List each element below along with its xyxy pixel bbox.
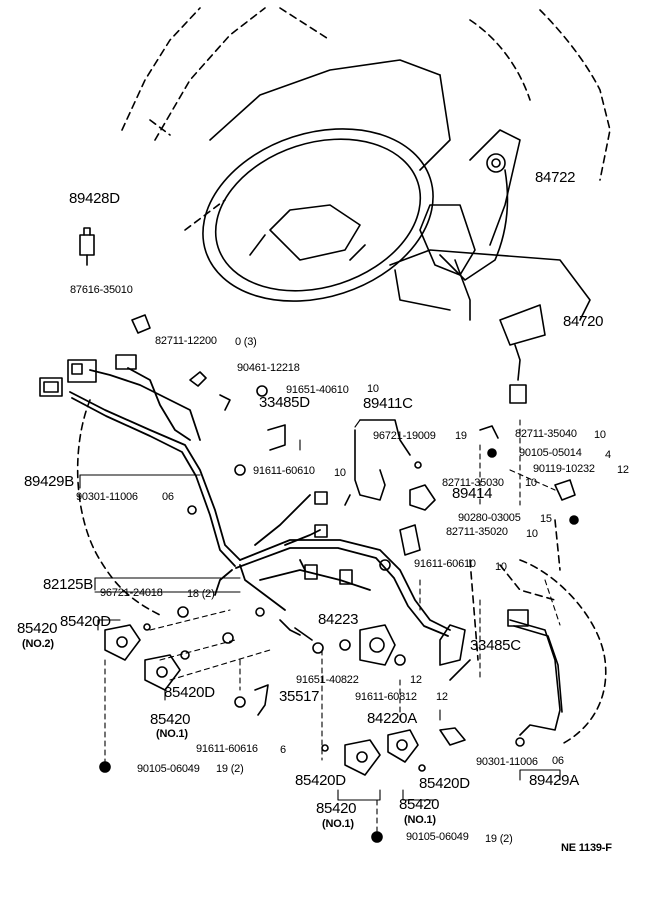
fragment-label: 19 (2) [485, 833, 513, 845]
part-label: 91651-40822 [296, 674, 359, 686]
part-label: (NO.1) [156, 728, 188, 740]
part-label: 33485C [470, 637, 521, 654]
part-label: 85420 [316, 800, 357, 817]
part-label: 85420 [17, 620, 58, 637]
part-label: 90461-12218 [237, 362, 300, 374]
part-label: 89429B [24, 473, 74, 490]
part-label: 90119-10232 [533, 463, 595, 475]
part-label: 90280-03005 [458, 512, 521, 524]
fragment-label: 15 [540, 513, 552, 525]
fragment-label: 4 [605, 449, 611, 461]
part-label: 91611-60610 [253, 465, 315, 477]
fragment-label: 06 [162, 491, 174, 503]
part-label: 35517 [279, 688, 320, 705]
fragment-label: 10 [495, 561, 507, 573]
part-label: 33485D [259, 394, 310, 411]
leader-lines-dashed [104, 419, 561, 836]
part-label: 82711-35040 [515, 428, 577, 440]
part-label: 96721-24018 [100, 587, 163, 599]
part-label: 87616-35010 [70, 284, 133, 296]
fragment-label: 10 [526, 528, 538, 540]
part-label: 82711-12200 [155, 335, 217, 347]
diagram-id: NE 1139-F [561, 842, 612, 854]
steering-wheel [202, 59, 451, 302]
fragment-label: 19 (2) [216, 763, 244, 775]
fragment-label: 12 [410, 674, 422, 686]
fragment-label: 10 [367, 383, 379, 395]
part-label: 85420 [150, 711, 191, 728]
part-label: 85420 [399, 796, 440, 813]
part-label: 96721-19009 [373, 430, 436, 442]
part-label: 91611-60616 [196, 743, 258, 755]
part-label: 82125B [43, 576, 93, 593]
fragment-label: 10 [594, 429, 606, 441]
fragment-label: 12 [617, 464, 629, 476]
body-outline-dashed [76, 7, 611, 746]
part-label: 84223 [318, 611, 359, 628]
fragment-label: 06 [552, 755, 564, 767]
part-label: 89414 [452, 485, 493, 502]
part-label: 89428D [69, 190, 120, 207]
part-label: 90105-06049 [406, 831, 469, 843]
part-label: 85420D [419, 775, 470, 792]
part-label: 91611-60610 [414, 558, 476, 570]
fragment-label: 10 [334, 467, 346, 479]
fragment-label: 18 (2) [187, 588, 215, 600]
part-label: (NO.1) [322, 818, 354, 830]
part-label: 82711-35030 [442, 477, 504, 489]
fasteners [99, 314, 579, 843]
fragment-label: 19 [455, 430, 467, 442]
part-label: 90105-06049 [137, 763, 200, 775]
part-label: 89411C [363, 395, 413, 412]
part-label: 85420D [60, 613, 111, 630]
part-label: 90301-11006 [476, 756, 538, 768]
connectors [39, 227, 353, 585]
part-label: 85420D [295, 772, 346, 789]
fragment-label: 6 [280, 744, 286, 756]
part-label: 90301-11006 [76, 491, 138, 503]
part-label: 90105-05014 [519, 447, 582, 459]
part-label: 82711-35020 [446, 526, 508, 538]
console-shifter [389, 129, 591, 404]
components [104, 479, 576, 776]
fragment-label: 0 (3) [235, 336, 257, 348]
part-label: (NO.1) [404, 814, 436, 826]
main-harness [69, 367, 451, 637]
fragment-label: 10 [525, 477, 537, 489]
part-label: 84220A [367, 710, 417, 727]
fragment-label: 12 [436, 691, 448, 703]
part-label: 85420D [164, 684, 215, 701]
part-label: 91651-40610 [286, 384, 349, 396]
part-label: (NO.2) [22, 638, 54, 650]
sensor-harness-right [279, 419, 563, 736]
leader-lines [79, 419, 561, 801]
part-label: 84722 [535, 169, 576, 186]
part-label: 84720 [563, 313, 604, 330]
part-label: 89429A [529, 772, 579, 789]
part-label: 91611-60812 [355, 691, 417, 703]
